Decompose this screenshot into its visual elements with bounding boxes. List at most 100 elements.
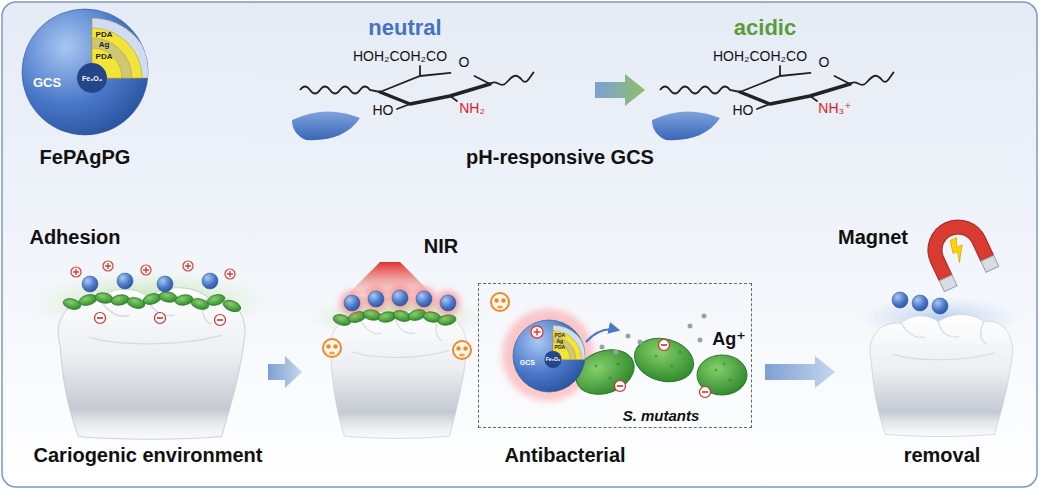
particle-core	[544, 351, 561, 368]
nir-label: NIR	[424, 236, 458, 256]
charge-symbol	[155, 313, 166, 324]
charge-symbol	[71, 267, 81, 277]
chemical-structure: acidicHOH₂COH₂COOHONH₃⁺	[645, 8, 900, 146]
layer-label: PDA	[555, 345, 566, 350]
stage-caption: removal	[904, 445, 981, 465]
heated-nanoparticle	[440, 295, 456, 311]
bacterium	[728, 378, 731, 381]
particle-shell	[513, 320, 585, 392]
charge-symbol	[615, 340, 711, 398]
bacterium	[616, 362, 619, 365]
magnet-icon	[981, 255, 999, 272]
silver-ion-release	[638, 340, 643, 345]
bacterium	[670, 364, 673, 367]
heated-nanoparticle	[416, 291, 432, 307]
dead-bacteria-icon	[323, 339, 341, 357]
bacteria-chain	[78, 293, 98, 307]
bacteria-chain	[206, 293, 226, 307]
tooth-antibacterial	[330, 310, 467, 439]
bacteria-chain	[142, 292, 162, 306]
silver-ion-release	[688, 324, 693, 329]
charge-symbol	[183, 261, 193, 271]
bacteria-chain	[222, 298, 242, 314]
inset-illustration	[491, 293, 509, 311]
bacterium	[654, 354, 657, 357]
layer-label: PDA	[96, 53, 113, 61]
particle-core	[77, 63, 107, 93]
chemical-group: HOH₂COH₂CO	[713, 49, 807, 63]
bacterium	[630, 332, 699, 388]
nanoparticle-icon	[932, 298, 948, 314]
stage-caption: Cariogenic environment	[34, 445, 263, 465]
bacteria-label: S. mutants	[623, 408, 700, 423]
tooth-adhesion	[32, 261, 268, 439]
layer-label: PDA	[96, 31, 113, 39]
layer-label: Fe₃O₄	[82, 75, 102, 82]
stage-panel: Magnet removal	[835, 222, 1030, 476]
heated-nanoparticle	[340, 286, 460, 315]
state-label: neutral	[368, 17, 441, 39]
heated-nanoparticle	[392, 290, 408, 306]
magnet-icon	[918, 210, 994, 281]
bacteria-chain	[62, 291, 242, 314]
chemical-structure: neutralHOH₂COH₂COOHONH₂	[290, 8, 595, 146]
layer-label: GCS	[33, 76, 61, 89]
chemical-group: HO	[373, 103, 394, 117]
silver-ion-release	[586, 314, 707, 355]
flow-arrow	[595, 74, 645, 106]
charge-symbol	[141, 265, 151, 275]
ring-atom: O	[819, 55, 830, 69]
heated-nanoparticle	[436, 291, 460, 315]
heated-nanoparticle	[344, 295, 360, 311]
bacterium	[722, 362, 725, 365]
layer-label: GCS	[520, 358, 535, 365]
stage-heading: Magnet	[838, 227, 908, 247]
charge-symbol	[534, 329, 541, 336]
silver-ion-release	[614, 350, 619, 355]
silver-ion-release	[600, 345, 605, 350]
bacterium	[594, 350, 731, 381]
chitosan-structure	[292, 66, 894, 140]
particle-shell	[22, 9, 148, 135]
bacteria-chain	[437, 314, 456, 327]
silver-ion-release	[600, 314, 707, 355]
layer-label: Ag	[99, 41, 110, 49]
tooth-removal	[870, 315, 1013, 437]
magnet-icon	[918, 210, 999, 292]
charge-symbol	[700, 387, 711, 398]
zoom-inset: Ag⁺S. mutantsGCSPDAAgPDAFe₃O₄	[478, 283, 752, 428]
stage-caption: Antibacterial	[504, 445, 625, 465]
bacterium	[678, 350, 681, 353]
charge-symbol	[531, 326, 543, 338]
charge-symbol	[95, 313, 106, 324]
charge-symbol	[71, 261, 235, 326]
particle-name: FePAgPG	[40, 147, 131, 167]
tooth-antibacterial	[309, 262, 485, 438]
state-label: acidic	[734, 17, 796, 39]
charge-symbol	[531, 326, 543, 338]
layer-label: Ag	[557, 338, 564, 343]
chitosan-structure	[292, 66, 534, 140]
bacteria-chain	[62, 297, 82, 311]
bacterium	[594, 364, 597, 367]
stage-heading: Adhesion	[29, 227, 120, 247]
caption-label: pH-responsive GCS	[466, 147, 654, 167]
core-shell-nanoparticle: GCSPDAAgPDAFe₃O₄FePAgPG	[12, 5, 162, 173]
nanoparticle-icon	[82, 273, 218, 292]
ring-atom: O	[459, 55, 470, 69]
bacteria-chain	[94, 292, 113, 305]
core-shell-nanoparticle: GCSPDAAgPDAFe₃O₄	[511, 318, 587, 394]
bacterium	[608, 376, 611, 379]
layer-label: Fe₃O₄	[546, 357, 560, 362]
nanoparticle-icon	[892, 292, 948, 314]
amine-group: NH₃⁺	[818, 101, 851, 115]
flow-arrow	[765, 356, 835, 388]
charge-symbol	[225, 269, 235, 279]
ion-label: Ag⁺	[712, 330, 746, 348]
charge-symbol	[615, 381, 626, 392]
nanoparticle-icon	[892, 292, 908, 308]
dead-bacteria-icon	[323, 339, 471, 359]
